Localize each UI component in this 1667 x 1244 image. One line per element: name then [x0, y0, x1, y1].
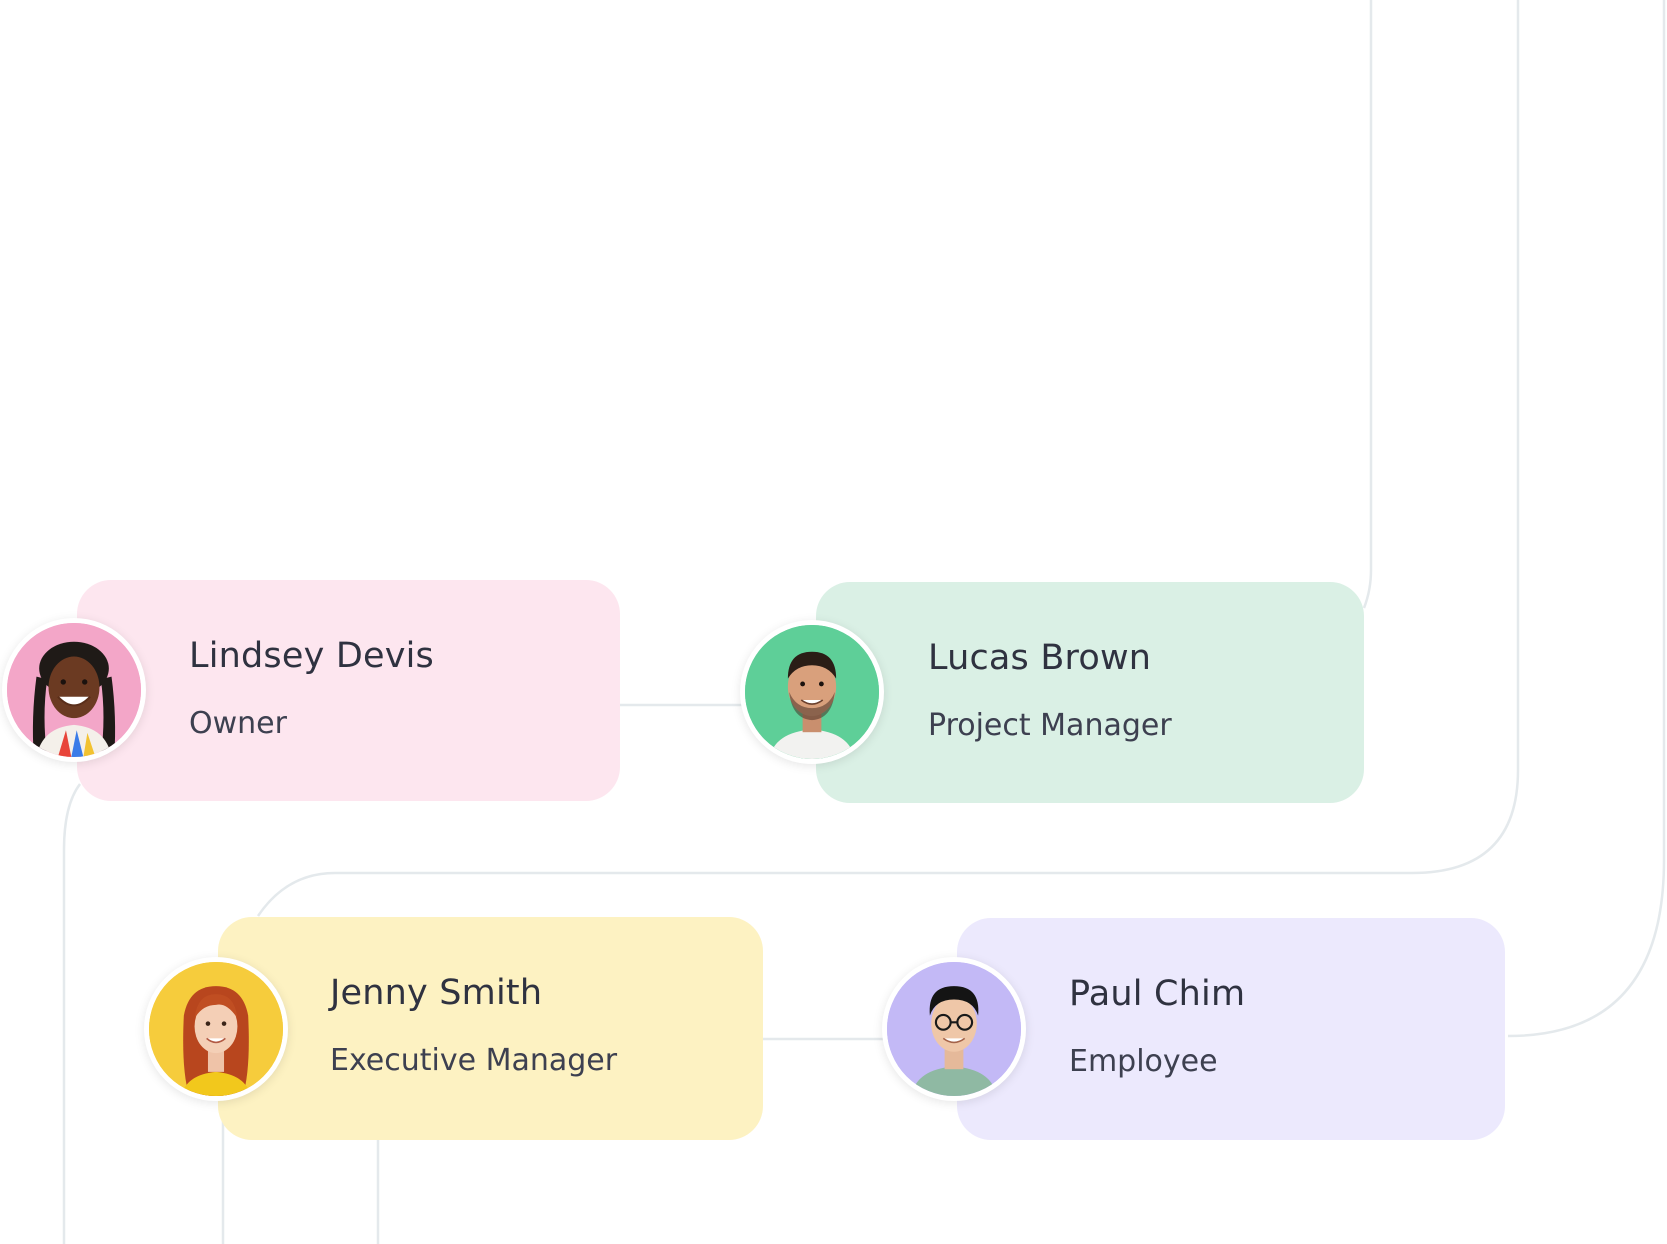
person-name: Lindsey Devis — [189, 636, 434, 676]
avatar-paul[interactable] — [882, 957, 1026, 1101]
person-portrait-icon — [745, 625, 879, 759]
person-role: Employee — [1069, 1044, 1218, 1079]
person-portrait-icon — [887, 962, 1021, 1096]
connector-outer-right — [1507, 0, 1666, 1038]
person-role: Owner — [189, 706, 287, 741]
person-name: Jenny Smith — [330, 973, 543, 1013]
person-name: Paul Chim — [1069, 974, 1246, 1014]
avatar-jenny[interactable] — [144, 957, 288, 1101]
person-role: Project Manager — [928, 708, 1172, 743]
card-jenny[interactable]: Jenny Smith Executive Manager — [218, 917, 763, 1140]
card-paul[interactable]: Paul Chim Employee — [957, 918, 1505, 1140]
connector-middle-right — [256, 0, 1520, 917]
card-lindsey[interactable]: Lindsey Devis Owner — [77, 580, 620, 801]
avatar-lucas[interactable] — [740, 620, 884, 764]
connector-left-vertical — [62, 783, 82, 1244]
card-lucas[interactable]: Lucas Brown Project Manager — [816, 582, 1364, 803]
person-name: Lucas Brown — [928, 638, 1152, 678]
person-portrait-icon — [149, 962, 283, 1096]
connector-inner-right — [1362, 0, 1373, 609]
person-portrait-icon — [7, 623, 141, 757]
person-role: Executive Manager — [330, 1043, 618, 1078]
avatar-lindsey[interactable] — [2, 618, 146, 762]
